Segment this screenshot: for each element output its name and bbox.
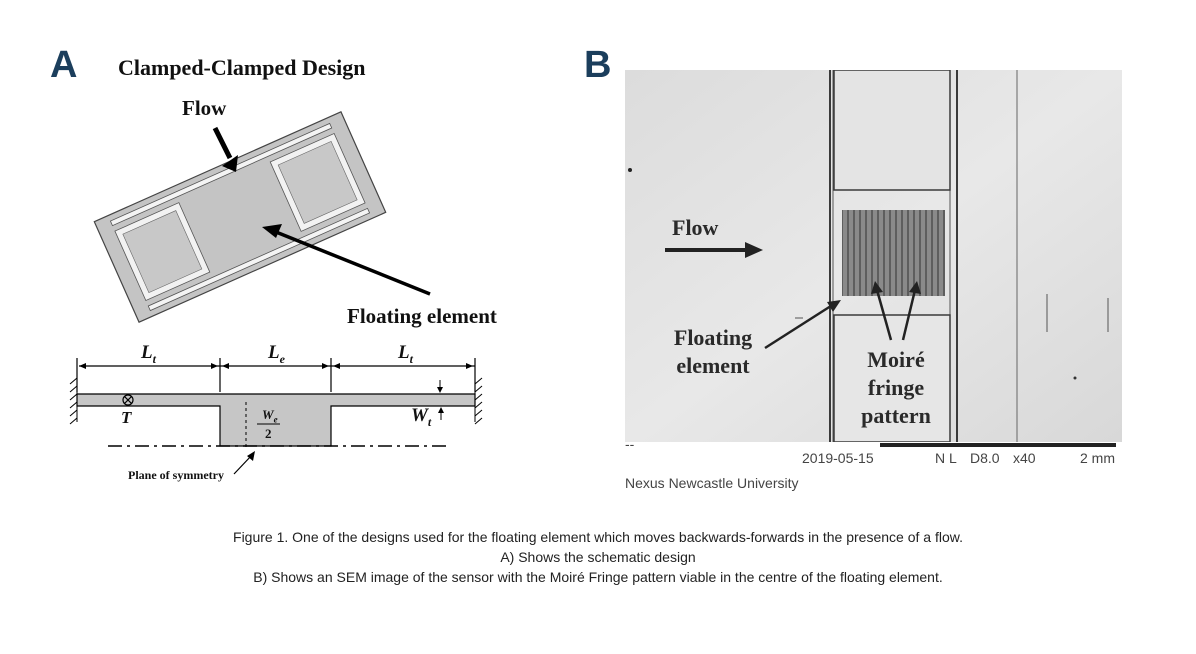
schematic-figure (60, 90, 530, 490)
moire-line1: Moiré (867, 347, 925, 372)
moire-fringe-label: Moiré fringe pattern (848, 346, 944, 430)
databar-dashes: -- (625, 436, 635, 452)
caption-line-2: A) Shows the schematic design (500, 549, 696, 565)
panel-a-letter: A (50, 44, 78, 86)
sem-svg (625, 70, 1122, 442)
panel-a-title: Clamped-Clamped Design (118, 55, 366, 80)
databar-instrument: Nexus Newcastle University (625, 475, 799, 491)
panel-a-flow-label: Flow (182, 96, 227, 120)
databar-scale: 2 mm (1080, 450, 1115, 466)
dim-lt-left: Lt (141, 342, 156, 366)
sem-image (625, 70, 1122, 442)
plane-of-symmetry-label: Plane of symmetry (128, 468, 224, 482)
panel-a-floating-element-label: Floating element (347, 304, 497, 328)
we-numerator: We (262, 407, 278, 425)
floating-label-line1: Floating (673, 325, 753, 350)
panel-b-letter: B (584, 44, 612, 86)
we-denominator: 2 (265, 426, 272, 441)
flow-arrow-shaft (212, 126, 233, 160)
dim-le: Le (268, 342, 285, 366)
caption-line-1: Figure 1. One of the designs used for th… (233, 529, 963, 545)
flow-arrow-head (222, 155, 238, 172)
databar-mode: N L (935, 450, 957, 466)
figure-caption: Figure 1. One of the designs used for th… (0, 527, 1196, 587)
databar-wd: D8.0 (970, 450, 1000, 466)
moire-line2: fringe (867, 375, 925, 400)
wt-label: Wt (411, 405, 432, 429)
scale-bar (880, 443, 1116, 447)
dim-lt-right: Lt (398, 342, 413, 366)
panel-b-floating-element-label: Floating element (666, 324, 760, 380)
device-plate (93, 111, 387, 323)
databar-date: 2019-05-15 (802, 450, 874, 466)
databar-mag: x40 (1013, 450, 1036, 466)
schematic-svg (69, 111, 483, 475)
floating-label-line2: element (676, 353, 750, 378)
moire-line3: pattern (861, 403, 931, 428)
panel-b-flow-label: Flow (672, 215, 719, 240)
caption-line-3: B) Shows an SEM image of the sensor with… (253, 569, 943, 585)
t-label: T (121, 408, 132, 427)
